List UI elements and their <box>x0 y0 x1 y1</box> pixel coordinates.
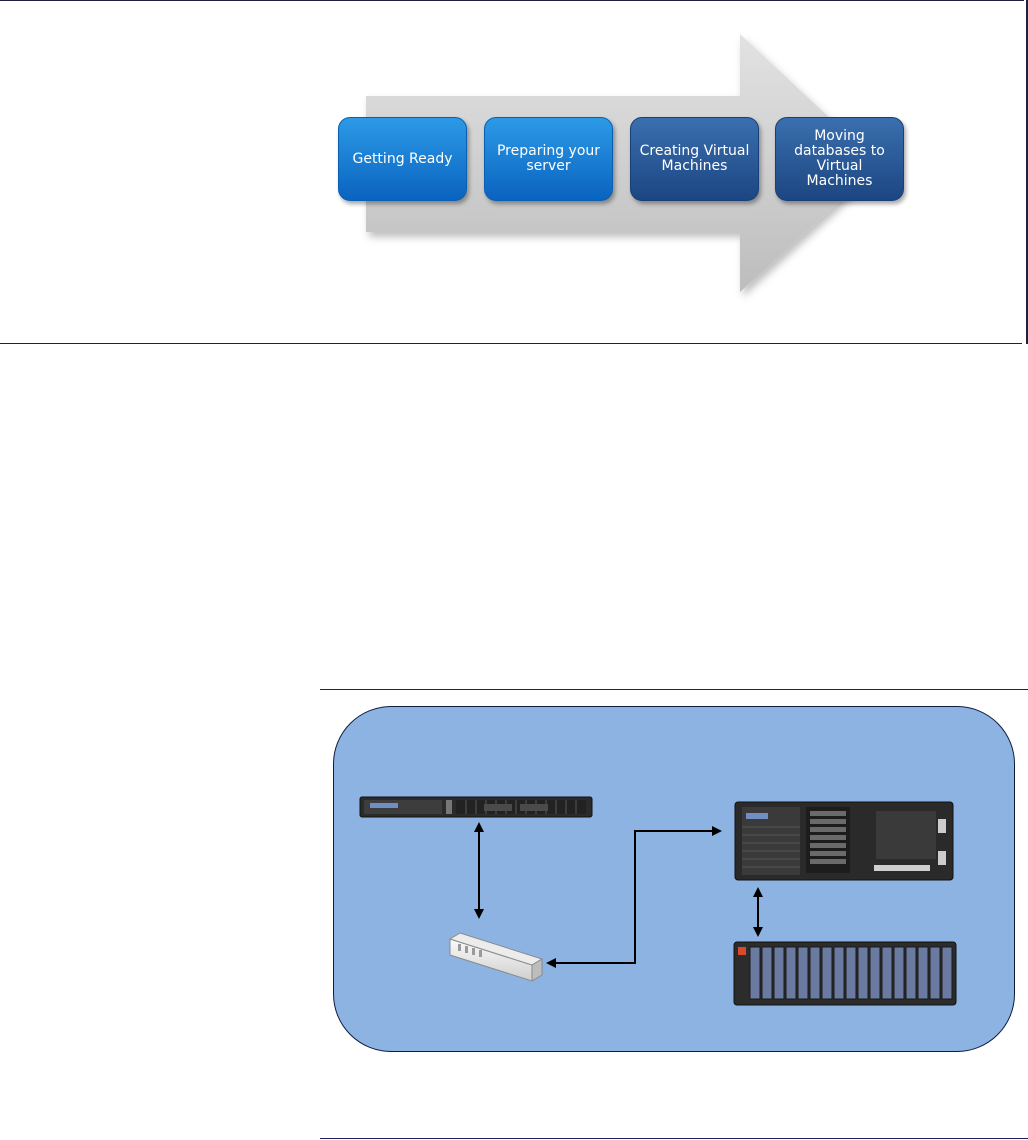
network-switch-icon <box>448 932 544 982</box>
section-rule <box>0 343 1022 344</box>
step-creating-vms: Creating Virtual Machines <box>630 117 759 201</box>
diagram-top-rule <box>320 689 1028 690</box>
network-diagram-canvas <box>359 796 957 1006</box>
process-flow: Getting Ready Preparing your server Crea… <box>300 20 940 320</box>
diagram-bottom-rule <box>320 1138 1028 1139</box>
right-rule <box>1026 0 1028 344</box>
step-preparing-server: Preparing your server <box>484 117 613 201</box>
step-getting-ready: Getting Ready <box>338 117 467 201</box>
tower-server-4u-icon <box>734 801 954 881</box>
rack-server-1u-icon <box>359 796 593 818</box>
top-rule <box>0 0 1024 1</box>
link-tower-to-switch <box>546 826 722 968</box>
network-diagram <box>333 706 1015 1052</box>
process-arrow <box>366 34 880 292</box>
step-moving-databases: Moving databases to Virtual Machines <box>775 117 904 201</box>
disk-storage-array-icon <box>733 941 957 1006</box>
